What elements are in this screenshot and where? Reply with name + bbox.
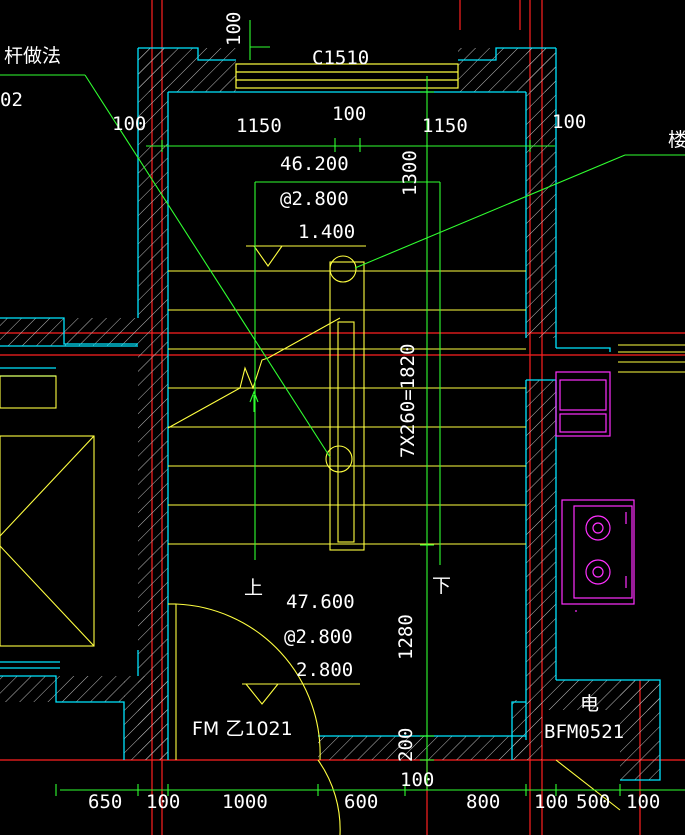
top-left-note: 杆做法 <box>4 45 61 67</box>
room-elec-label: 电 <box>580 693 599 715</box>
door-right-label: BFM0521 <box>544 721 624 743</box>
elev-landing: 1.400 <box>298 221 355 243</box>
dimension-lines <box>0 20 685 796</box>
bottom-dimensions: 650 100 1000 600 800 100 500 100 <box>88 791 660 813</box>
dim-100-center: 100 <box>400 769 434 791</box>
bottom-dim-500: 500 <box>576 791 610 813</box>
bottom-dim-650: 650 <box>88 791 122 813</box>
bottom-dim-100c: 100 <box>626 791 660 813</box>
elev-bottom-step: @2.800 <box>284 626 353 648</box>
bottom-dim-100a: 100 <box>146 791 180 813</box>
wall-outlines <box>0 47 661 781</box>
elev-bottom-level: 2.800 <box>296 659 353 681</box>
elev-bottom: 47.600 <box>286 591 355 613</box>
bottom-dim-1000: 1000 <box>222 791 268 813</box>
window-c1510 <box>235 63 459 89</box>
door-left-label: FM 乙1021 <box>192 718 293 740</box>
elev-top-step: @2.800 <box>280 188 349 210</box>
window-label: C1510 <box>312 47 369 69</box>
dim-1280: 1280 <box>395 614 417 660</box>
label-up: 上 <box>244 577 263 599</box>
right-fixtures <box>555 371 635 612</box>
stair-treads <box>167 245 621 835</box>
top-right-note: 楼 <box>668 129 685 151</box>
left-room-fixtures <box>0 375 95 647</box>
elev-top: 46.200 <box>280 153 349 175</box>
walls-hatched <box>0 48 660 780</box>
dim-1150-left: 1150 <box>236 115 282 137</box>
bottom-dim-100b: 100 <box>534 791 568 813</box>
dim-top-100: 100 <box>223 12 245 46</box>
dim-1300: 1300 <box>399 150 421 196</box>
bottom-dim-600: 600 <box>344 791 378 813</box>
dim-200: 200 <box>395 728 417 762</box>
label-down: 下 <box>432 575 451 597</box>
top-left-note2: 02 <box>0 89 23 111</box>
dim-mid-100: 100 <box>332 103 366 125</box>
dim-left-100: 100 <box>112 113 146 135</box>
dim-right-100: 100 <box>552 111 586 133</box>
bottom-dim-800: 800 <box>466 791 500 813</box>
right-side-lines <box>618 344 685 373</box>
stair-dim: 7X260=1820 <box>397 344 419 458</box>
dim-1150-right: 1150 <box>422 115 468 137</box>
